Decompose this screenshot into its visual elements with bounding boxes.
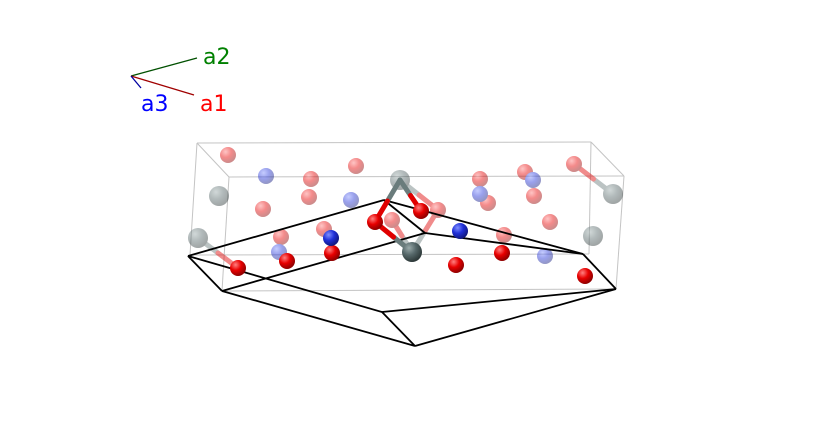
cell-edge [196, 142, 230, 178]
metal-atom [603, 184, 623, 204]
oxygen-atom [542, 214, 558, 230]
metal-atom [402, 242, 422, 262]
oxygen-atom [301, 189, 317, 205]
oxygen-atom [220, 147, 236, 163]
nitrogen-atom [452, 223, 468, 239]
oxygen-atom [273, 229, 289, 245]
a1-axis-line [130, 75, 195, 96]
cell-edge [196, 141, 592, 144]
a2-label: a2 [203, 45, 230, 70]
cell-edge [187, 255, 383, 313]
cell-edge [187, 199, 385, 257]
oxygen-atom [384, 212, 400, 228]
conventional-cell [189, 141, 625, 292]
a3-axis-line [130, 75, 142, 89]
oxygen-atom [255, 201, 271, 217]
oxygen-atom [448, 257, 464, 273]
cell-edge [383, 199, 426, 234]
oxygen-atom [472, 171, 488, 187]
metal-atom [188, 228, 208, 248]
cell-edge [590, 141, 625, 177]
nitrogen-atom [472, 186, 488, 202]
cell-edge [582, 253, 617, 290]
cell-edge [221, 232, 426, 292]
cell-edge [221, 290, 416, 347]
unit-cell-atoms [230, 177, 593, 284]
oxygen-atom [279, 253, 295, 269]
nitrogen-atom [525, 172, 541, 188]
axes-indicator: a2 a1 a3 [130, 45, 230, 117]
a3-label: a3 [141, 92, 168, 117]
a1-label: a1 [200, 92, 227, 117]
cell-edge [221, 288, 617, 292]
nitrogen-atom [323, 230, 339, 246]
oxygen-atom [367, 214, 383, 230]
cell-edge [189, 253, 590, 256]
oxygen-atom [494, 245, 510, 261]
cell-edge [381, 311, 416, 347]
oxygen-atom [324, 245, 340, 261]
oxygen-atom [413, 203, 429, 219]
oxygen-atom [577, 268, 593, 284]
bond [397, 177, 413, 198]
oxygen-atom [230, 260, 246, 276]
nitrogen-atom [537, 248, 553, 264]
oxygen-atom [303, 171, 319, 187]
cell-edge [381, 288, 617, 313]
cell-edge [414, 288, 617, 347]
metal-atom [583, 226, 603, 246]
metal-atom [209, 186, 229, 206]
oxygen-atom [348, 158, 364, 174]
cell-edge [424, 232, 584, 255]
cell-edge [228, 175, 625, 178]
oxygen-atom [526, 188, 542, 204]
nitrogen-atom [343, 192, 359, 208]
a2-axis-line [130, 57, 198, 77]
nitrogen-atom [258, 168, 274, 184]
bond [385, 177, 403, 204]
oxygen-atom [566, 156, 582, 172]
cell-edge [187, 255, 223, 292]
